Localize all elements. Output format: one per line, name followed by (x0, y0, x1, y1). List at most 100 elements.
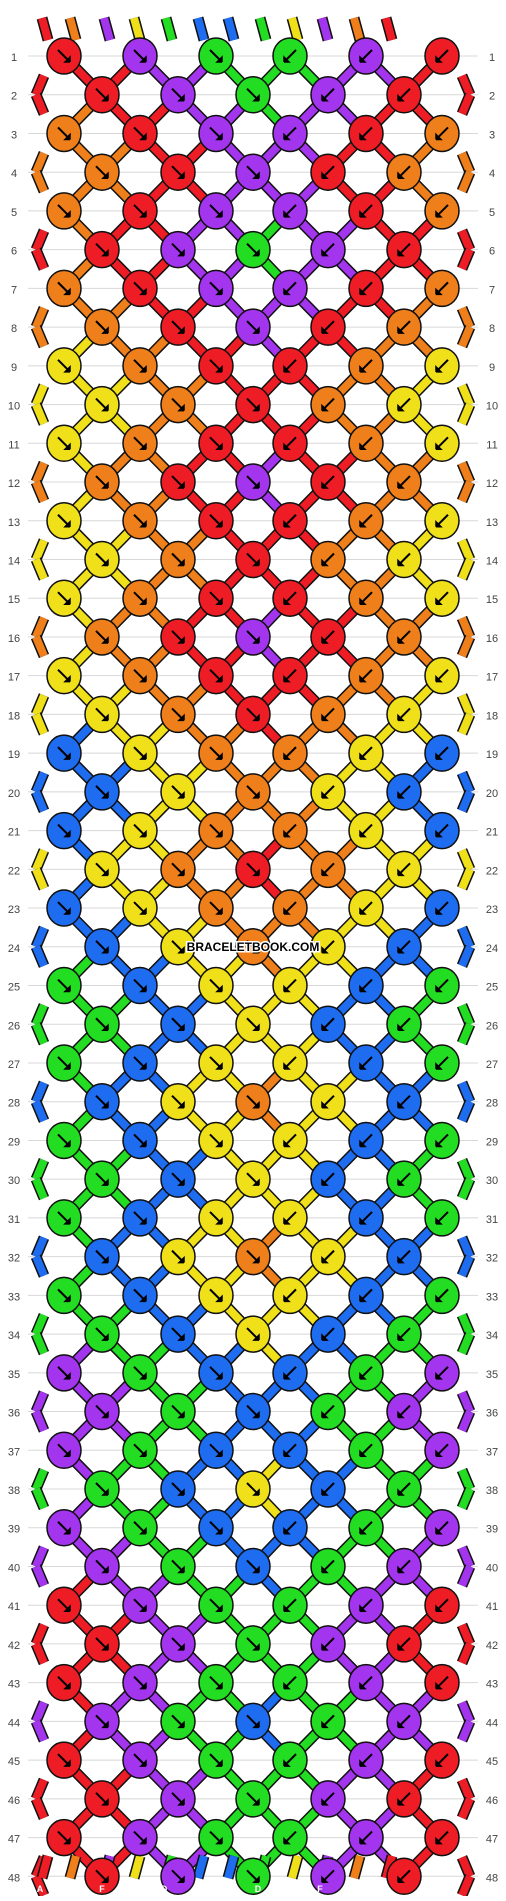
knot-arrow-head-icon (139, 1217, 147, 1225)
knot (235, 695, 271, 734)
row-number: 1 (11, 52, 17, 64)
knot-arrow-head-icon (397, 171, 405, 179)
knot-arrow-head-icon (139, 1759, 147, 1767)
row-number: 30 (8, 1175, 20, 1187)
string-segment (32, 403, 48, 426)
string-segment (288, 16, 302, 42)
knot (235, 230, 271, 269)
knot (386, 773, 422, 811)
row-number: 27 (8, 1059, 20, 1071)
knot-arrow-head-icon (215, 1372, 223, 1380)
knot (310, 75, 346, 114)
knot (272, 656, 308, 695)
knot-arrow-head-icon (321, 945, 329, 954)
knot-arrow-head-icon (359, 1681, 367, 1690)
knot (235, 153, 271, 191)
knot (272, 889, 308, 927)
knot (386, 1780, 422, 1818)
string-segment (458, 1545, 474, 1569)
string-segment (458, 1022, 474, 1045)
string-segment (32, 557, 48, 581)
knot (235, 850, 271, 889)
knots (46, 37, 460, 1896)
string-letter: E (193, 1884, 199, 1894)
knot (84, 773, 120, 811)
knot-arrow-head-icon (63, 597, 71, 605)
knot-arrow-head-icon (283, 1604, 291, 1612)
knot-arrow-head-icon (321, 1720, 329, 1729)
row-number: 6 (489, 246, 495, 258)
knot-arrow-head-icon (435, 519, 443, 528)
row-number: 45 (8, 1756, 20, 1768)
knot (235, 540, 271, 579)
knot (348, 114, 384, 153)
knot-arrow-head-icon (359, 1836, 367, 1845)
string-segment (32, 1177, 48, 1200)
knot-arrow-head-icon (252, 1333, 260, 1341)
string-segment (32, 1313, 48, 1336)
string-segment (194, 1854, 208, 1880)
knot-arrow-head-icon (283, 132, 291, 141)
knot (46, 502, 82, 540)
knot (122, 1508, 158, 1547)
row-number: 33 (8, 1291, 20, 1303)
knot (122, 734, 158, 772)
knot-arrow-head-icon (101, 1023, 109, 1031)
knot (160, 1470, 196, 1508)
knot-arrow-head-icon (215, 907, 223, 915)
string-segment (32, 712, 48, 735)
knot-arrow-head-icon (283, 674, 291, 683)
knot-arrow-head-icon (139, 1449, 147, 1458)
knot-arrow-head-icon (435, 1681, 443, 1690)
knot (160, 1237, 196, 1276)
string-segment (458, 1855, 474, 1878)
string-segment (32, 461, 48, 484)
knot (386, 1237, 422, 1276)
knot-arrow-head-icon (397, 93, 405, 102)
knot (160, 153, 196, 191)
knot (272, 1276, 308, 1315)
string-segment (458, 1177, 474, 1200)
knot (84, 1392, 120, 1431)
knot (235, 1005, 271, 1043)
knot-arrow-head-icon (397, 1100, 405, 1109)
string-segment (32, 848, 48, 871)
row-number: 10 (486, 401, 498, 413)
string-segment (32, 93, 48, 116)
knot (198, 502, 234, 540)
knot-arrow-head-icon (359, 132, 367, 141)
knot (235, 773, 271, 811)
knot (272, 1663, 308, 1702)
string-segment (458, 1313, 474, 1336)
watermark: BRACELETBOOK.COM (187, 940, 320, 954)
knot-arrow-head-icon (435, 1139, 443, 1148)
knot (84, 1547, 120, 1586)
knot (84, 385, 120, 424)
knot (424, 1818, 460, 1857)
knot-arrow-head-icon (252, 636, 260, 644)
knot-arrow-head-icon (139, 442, 147, 451)
knot (386, 1160, 422, 1198)
knot (424, 269, 460, 308)
knot (424, 1508, 460, 1547)
knot-arrow-head-icon (252, 171, 260, 179)
knot (160, 1160, 196, 1198)
knot (160, 75, 196, 114)
knot (272, 1199, 308, 1237)
knot-arrow-head-icon (435, 1294, 443, 1303)
knot-arrow-head-icon (177, 1023, 185, 1031)
knot-arrow-head-icon (435, 907, 443, 915)
knot-arrow-head-icon (397, 1488, 405, 1496)
row-number: 7 (11, 284, 17, 296)
knot-arrow-head-icon (283, 1681, 291, 1690)
knot-arrow-head-icon (63, 287, 71, 296)
knot-arrow-head-icon (359, 1294, 367, 1303)
knot-arrow-head-icon (101, 1720, 109, 1729)
knot-arrow-head-icon (321, 1178, 329, 1186)
knot (84, 463, 120, 501)
knot-arrow-head-icon (321, 326, 329, 334)
string-letter: F (317, 1884, 323, 1894)
knot (272, 1508, 308, 1547)
string-segment (458, 1255, 474, 1278)
row-number: 43 (486, 1679, 498, 1691)
